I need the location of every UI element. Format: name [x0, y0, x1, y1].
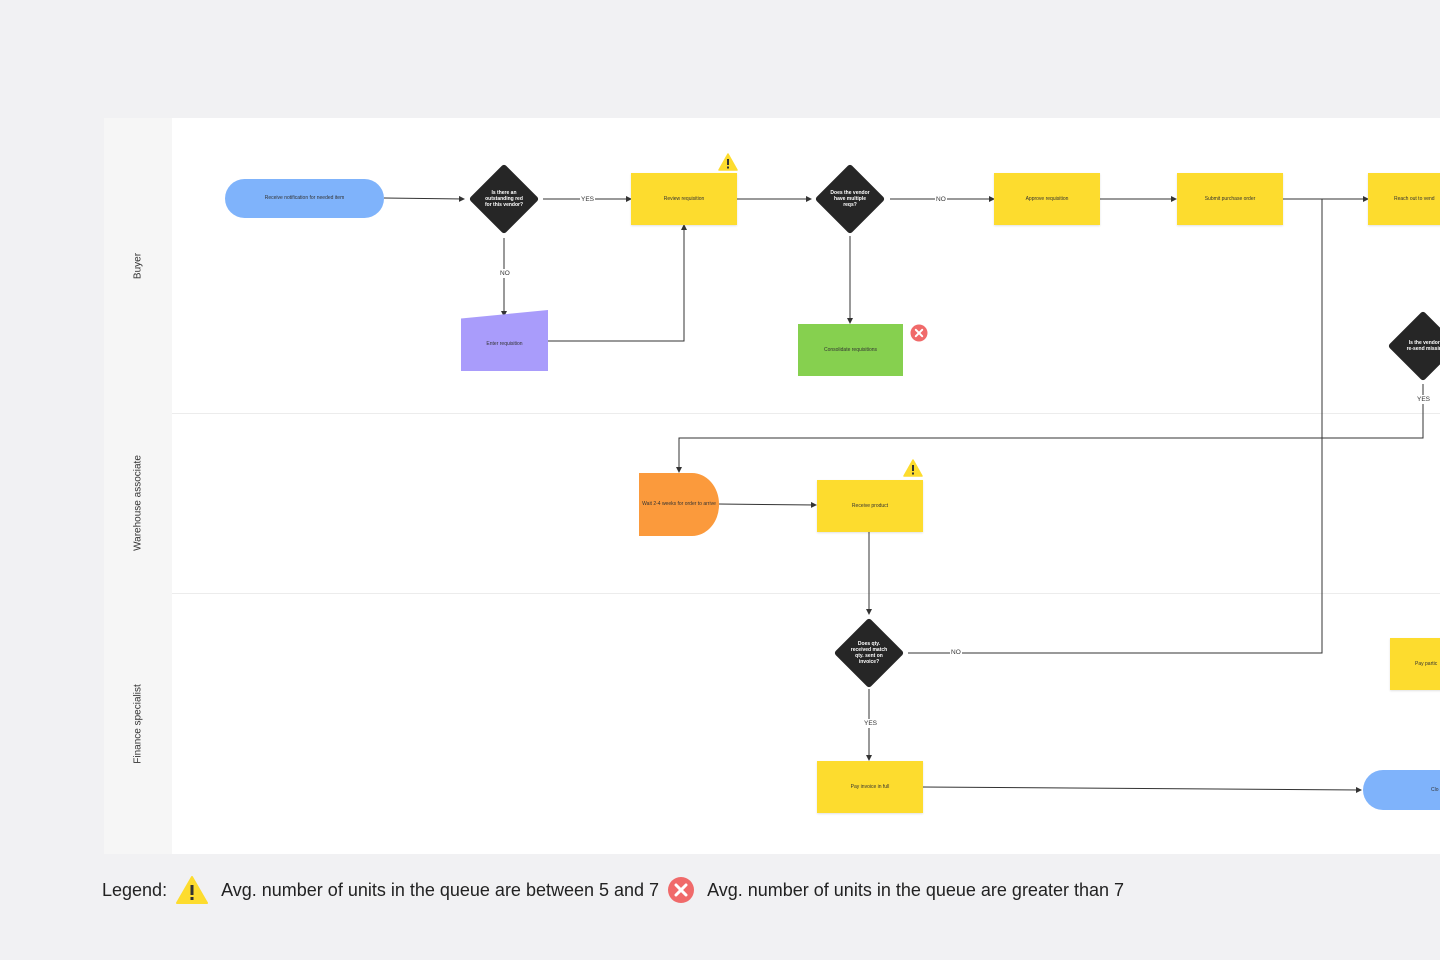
node-pay-invoice-full[interactable]: Pay invoice in full [817, 761, 923, 813]
edge-label-yes: YES [863, 719, 879, 728]
connector [548, 224, 687, 342]
error-x-icon [910, 324, 928, 342]
node-reach-out-vendor[interactable]: Reach out to vend [1368, 173, 1440, 225]
edge-label-no: NO [935, 195, 947, 204]
connector [921, 786, 1362, 793]
decision-text: Does qty. received match qty. sent on in… [850, 641, 888, 665]
decision-qty-match[interactable]: Does qty. received match qty. sent on in… [831, 615, 907, 691]
node-approve-requisition[interactable]: Approve requisition [994, 173, 1100, 225]
decision-outstanding-req[interactable]: Is there an outstanding red for this ven… [466, 161, 542, 237]
edge-label-no: NO [950, 648, 962, 657]
diagram-board: Buyer Warehouse associate Finance specia… [104, 118, 1440, 854]
legend: Legend: Avg. number of units in the queu… [102, 874, 1132, 906]
connector [676, 384, 1424, 473]
error-x-icon [668, 877, 695, 903]
warning-triangle-icon [176, 876, 209, 904]
lane-header-finance: Finance specialist [104, 593, 172, 854]
connector [908, 199, 1323, 654]
decision-vendor-resend[interactable]: Is the vendor able to re-send missing it… [1385, 308, 1440, 384]
node-receive-notification[interactable]: Receive notification for needed item [225, 179, 384, 218]
node-close[interactable]: Clo [1363, 770, 1440, 810]
decision-text: Is the vendor able to re-send missing it… [1406, 340, 1440, 352]
warning-triangle-icon [903, 459, 923, 477]
node-pay-partial[interactable]: Pay partic [1390, 638, 1440, 690]
connector [717, 501, 817, 508]
lane-header-buyer: Buyer [104, 118, 172, 413]
lane-divider [172, 593, 1440, 594]
connector-layer [383, 195, 1424, 793]
node-submit-purchase-order[interactable]: Submit purchase order [1177, 173, 1283, 225]
node-receive-product[interactable]: Receive product [817, 480, 923, 532]
node-consolidate-requisitions[interactable]: Consolidate requisitions [798, 324, 903, 376]
legend-error-text: Avg. number of units in the queue are gr… [707, 879, 1125, 900]
warning-triangle-icon [718, 153, 738, 171]
node-wait-order[interactable]: Wait 2-4 weeks for order to arrive [639, 473, 719, 536]
decision-text: Is there an outstanding red for this ven… [484, 190, 524, 208]
connector [383, 195, 465, 202]
edge-label-yes: YES [1416, 395, 1432, 404]
legend-warning-text: Avg. number of units in the queue are be… [221, 879, 660, 900]
decision-multiple-reqs[interactable]: Does the vendor have multiple reqs? [812, 161, 888, 237]
decision-text: Does the vendor have multiple reqs? [830, 190, 870, 208]
lane-header-warehouse: Warehouse associate [104, 413, 172, 593]
legend-label: Legend: [102, 879, 168, 900]
node-review-requisition[interactable]: Review requisition [631, 173, 737, 225]
node-enter-requisition[interactable]: Enter requisition [461, 310, 548, 371]
edge-label-yes: YES [580, 195, 596, 204]
edge-label-no: NO [499, 269, 511, 278]
lane-divider [172, 413, 1440, 414]
